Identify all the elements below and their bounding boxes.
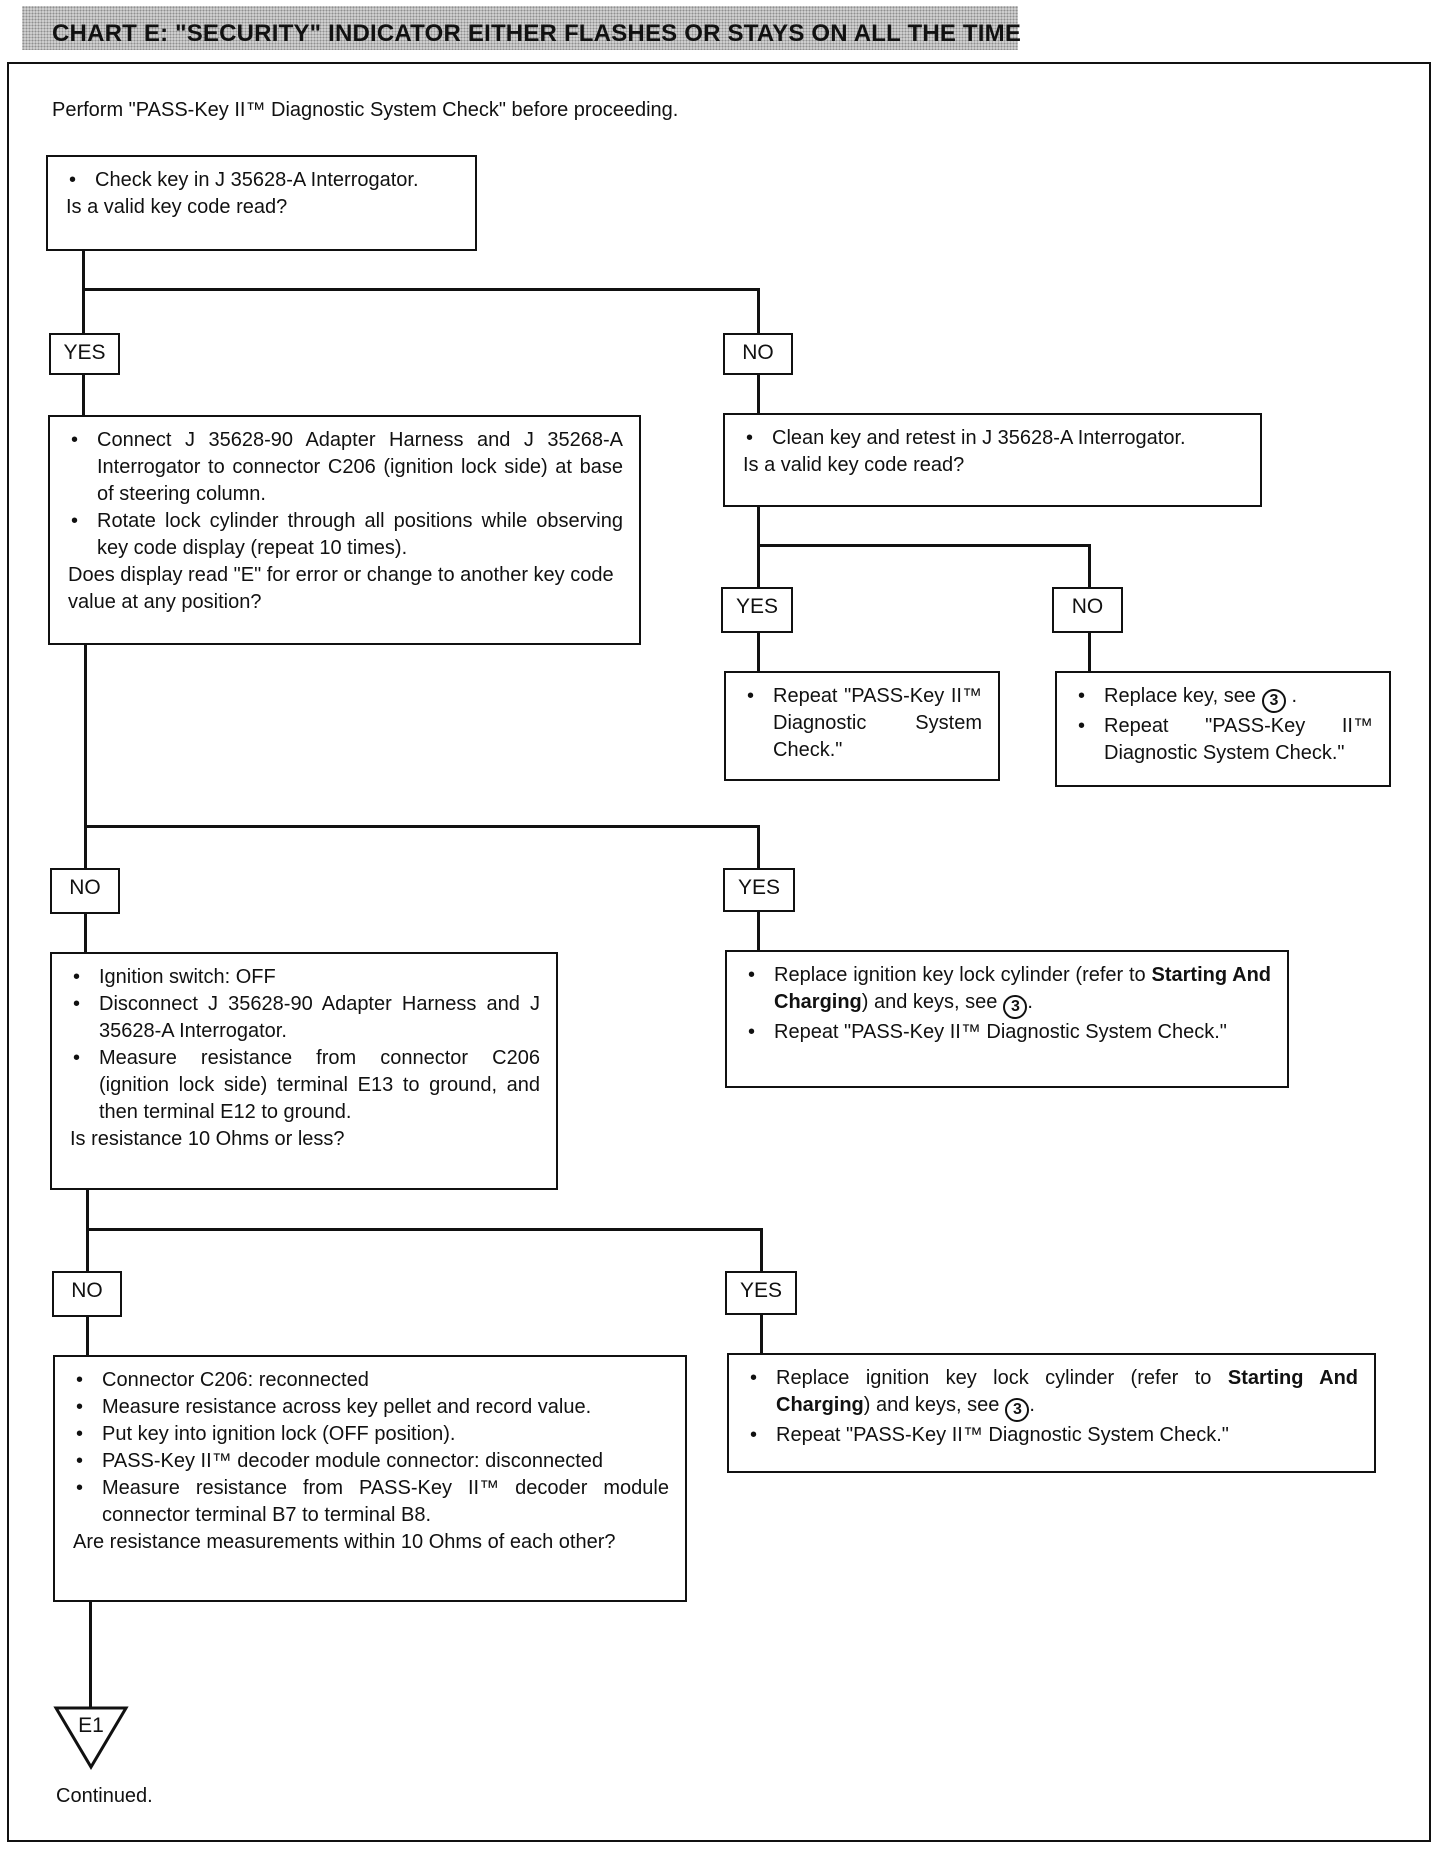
no-label-step1: NO bbox=[723, 333, 793, 375]
step4-item: Put key into ignition lock (OFF position… bbox=[73, 1421, 669, 1448]
replace-cylinder-item: Replace ignition key lock cylinder (refe… bbox=[747, 1365, 1358, 1422]
replace-cylinder-item: Repeat "PASS-Key II™ Diagnostic System C… bbox=[745, 1019, 1271, 1046]
step3-item: Disconnect J 35628-90 Adapter Harness an… bbox=[70, 991, 540, 1045]
replace-cylinder-box-2: Replace ignition key lock cylinder (refe… bbox=[727, 1353, 1376, 1473]
step2-item: Rotate lock cylinder through all positio… bbox=[68, 508, 623, 562]
yes-label-step3: YES bbox=[725, 1271, 797, 1315]
yes-label-step2: YES bbox=[723, 868, 795, 912]
repeat-check-box: Repeat "PASS-Key II™ Diagnostic System C… bbox=[724, 671, 1000, 781]
step4-box: Connector C206: reconnected Measure resi… bbox=[53, 1355, 687, 1602]
clean-key-question: Is a valid key code read? bbox=[743, 454, 965, 476]
clean-key-item: Clean key and retest in J 35628-A Interr… bbox=[743, 425, 1244, 452]
step1-item: Check key in J 35628-A Interrogator. bbox=[66, 167, 459, 194]
yes-label-step1: YES bbox=[49, 333, 120, 375]
title-banner: CHART E: "SECURITY" INDICATOR EITHER FLA… bbox=[22, 6, 1022, 50]
no-label-step3: NO bbox=[52, 1271, 122, 1317]
step1-question: Is a valid key code read? bbox=[66, 196, 288, 218]
connector-triangle bbox=[53, 1706, 129, 1770]
step3-box: Ignition switch: OFF Disconnect J 35628-… bbox=[50, 952, 558, 1190]
offpage-connector-e1: E1 bbox=[53, 1706, 129, 1770]
replace-cylinder-box-1: Replace ignition key lock cylinder (refe… bbox=[725, 950, 1289, 1088]
step4-question: Are resistance measurements within 10 Oh… bbox=[73, 1531, 616, 1553]
continued-text: Continued. bbox=[56, 1785, 153, 1807]
step4-item: Connector C206: reconnected bbox=[73, 1367, 669, 1394]
replace-cylinder-item: Repeat "PASS-Key II™ Diagnostic System C… bbox=[747, 1422, 1358, 1449]
reference-3-icon: 3 bbox=[1005, 1398, 1030, 1422]
step1-box: Check key in J 35628-A Interrogator. Is … bbox=[46, 155, 477, 251]
clean-key-box: Clean key and retest in J 35628-A Interr… bbox=[723, 413, 1262, 507]
flowchart-frame bbox=[7, 62, 1431, 1842]
replace-key-item: Repeat "PASS-Key II™ Diagnostic System C… bbox=[1075, 713, 1373, 767]
reference-3-icon: 3 bbox=[1261, 689, 1286, 713]
reference-3-icon: 3 bbox=[1003, 995, 1028, 1019]
replace-cylinder-item: Replace ignition key lock cylinder (refe… bbox=[745, 962, 1271, 1019]
repeat-check-item: Repeat "PASS-Key II™ Diagnostic System C… bbox=[744, 683, 982, 764]
step2-question: Does display read "E" for error or chang… bbox=[68, 564, 614, 613]
step4-item: Measure resistance across key pellet and… bbox=[73, 1394, 669, 1421]
step3-item: Ignition switch: OFF bbox=[70, 964, 540, 991]
connector-label: E1 bbox=[78, 1714, 104, 1737]
yes-label-clean-key: YES bbox=[721, 587, 793, 633]
step2-item: Connect J 35628-90 Adapter Harness and J… bbox=[68, 427, 623, 508]
step2-box: Connect J 35628-90 Adapter Harness and J… bbox=[48, 415, 641, 645]
step3-question: Is resistance 10 Ohms or less? bbox=[70, 1128, 345, 1150]
no-label-step2: NO bbox=[50, 868, 120, 914]
step3-item: Measure resistance from connector C206 (… bbox=[70, 1045, 540, 1126]
step4-item: Measure resistance from PASS-Key II™ dec… bbox=[73, 1475, 669, 1529]
no-label-clean-key: NO bbox=[1052, 587, 1123, 633]
chart-title: CHART E: "SECURITY" INDICATOR EITHER FLA… bbox=[52, 20, 1022, 47]
intro-text: Perform "PASS-Key II™ Diagnostic System … bbox=[52, 99, 679, 121]
step4-item: PASS-Key II™ decoder module connector: d… bbox=[73, 1448, 669, 1475]
